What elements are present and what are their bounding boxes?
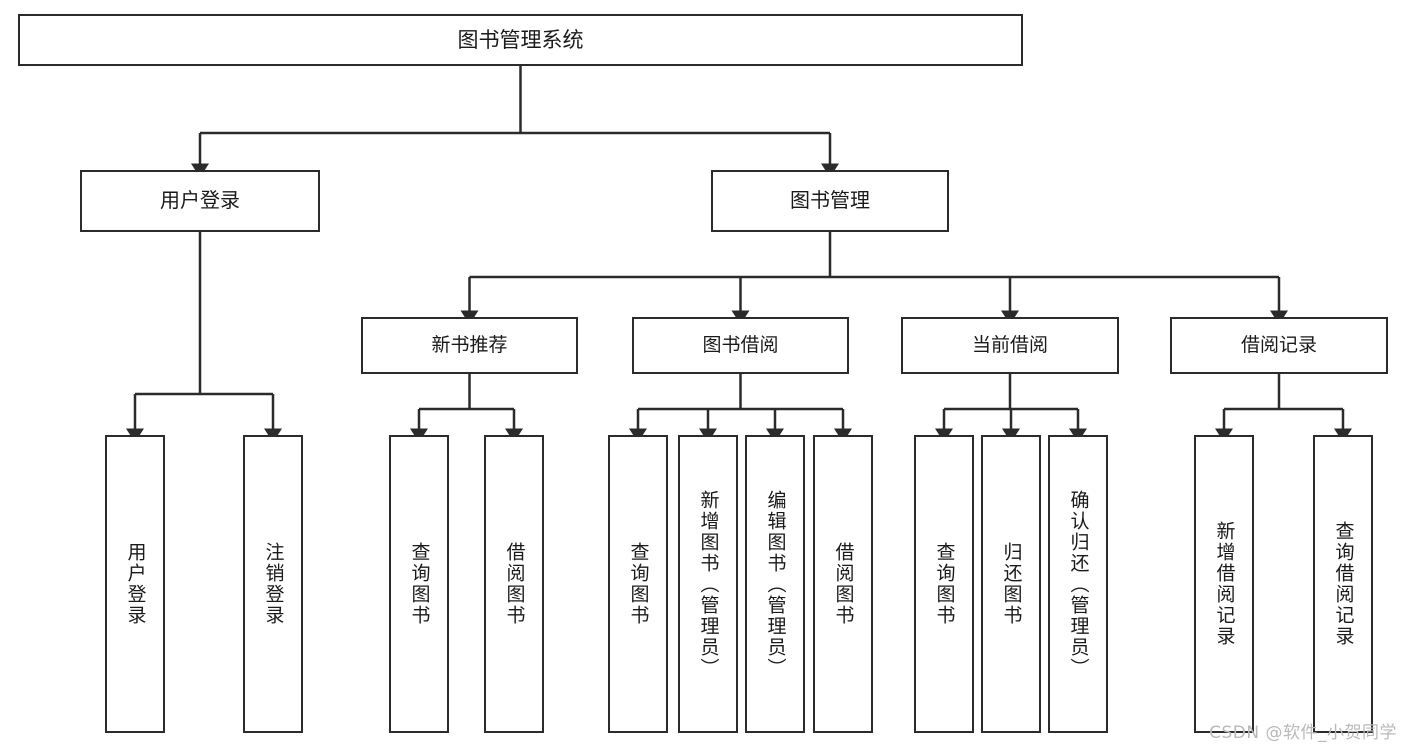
connector-trunk-login — [135, 232, 273, 396]
node-leaf-nb-query[interactable]: 查询图书 — [389, 435, 449, 733]
node-leaf-user-logout[interactable]: 注销登录 — [243, 435, 303, 733]
node-label: 当前借阅 — [971, 334, 1048, 357]
node-label: 新增图书（管理员） — [697, 489, 720, 679]
connector-trunk-borrow — [638, 374, 843, 411]
node-label: 图书管理 — [790, 188, 870, 213]
node-leaf-user-login[interactable]: 用户登录 — [105, 435, 165, 733]
node-leaf-nb-borrow[interactable]: 借阅图书 — [484, 435, 544, 733]
node-current[interactable]: 当前借阅 — [901, 317, 1119, 374]
node-label: 新书推荐 — [431, 334, 508, 357]
node-label: 借阅图书 — [832, 542, 855, 626]
node-label: 借阅记录 — [1240, 334, 1317, 357]
connector-trunk-bookmgmt — [469, 232, 1279, 279]
connector-trunk-root — [200, 66, 830, 135]
node-label: 用户登录 — [160, 188, 240, 213]
node-label: 查询借阅记录 — [1332, 521, 1355, 647]
node-label: 图书借阅 — [702, 334, 779, 357]
node-leaf-rc-add[interactable]: 新增借阅记录 — [1194, 435, 1254, 733]
node-newbooks[interactable]: 新书推荐 — [361, 317, 578, 374]
node-label: 用户登录 — [124, 542, 147, 626]
node-bookmgmt[interactable]: 图书管理 — [711, 170, 949, 232]
node-label: 查询图书 — [627, 542, 650, 626]
node-label: 注销登录 — [262, 542, 285, 626]
node-records[interactable]: 借阅记录 — [1170, 317, 1388, 374]
node-label: 新增借阅记录 — [1213, 521, 1236, 647]
node-borrow[interactable]: 图书借阅 — [632, 317, 849, 374]
node-label: 查询图书 — [408, 542, 431, 626]
node-leaf-bw-borrow[interactable]: 借阅图书 — [813, 435, 873, 733]
node-leaf-cb-query[interactable]: 查询图书 — [914, 435, 974, 733]
node-leaf-bw-edit[interactable]: 编辑图书（管理员） — [745, 435, 805, 733]
node-login[interactable]: 用户登录 — [80, 170, 320, 232]
node-leaf-rc-query[interactable]: 查询借阅记录 — [1313, 435, 1373, 733]
node-root[interactable]: 图书管理系统 — [18, 14, 1023, 66]
node-leaf-bw-add[interactable]: 新增图书（管理员） — [678, 435, 738, 733]
node-leaf-cb-return[interactable]: 归还图书 — [981, 435, 1041, 733]
node-label: 编辑图书（管理员） — [764, 489, 787, 679]
node-leaf-cb-confirm[interactable]: 确认归还（管理员） — [1048, 435, 1108, 733]
connector-trunk-records — [1224, 374, 1343, 411]
watermark-text: CSDN @软件_小贺同学 — [1209, 723, 1397, 743]
node-leaf-bw-query[interactable]: 查询图书 — [608, 435, 668, 733]
node-label: 确认归还（管理员） — [1067, 489, 1090, 679]
connector-trunk-current — [944, 374, 1078, 411]
node-label: 借阅图书 — [503, 542, 526, 626]
node-label: 归还图书 — [1000, 542, 1023, 626]
connector-trunk-newbooks — [419, 374, 514, 411]
node-label: 查询图书 — [933, 542, 956, 626]
node-label: 图书管理系统 — [457, 27, 584, 52]
